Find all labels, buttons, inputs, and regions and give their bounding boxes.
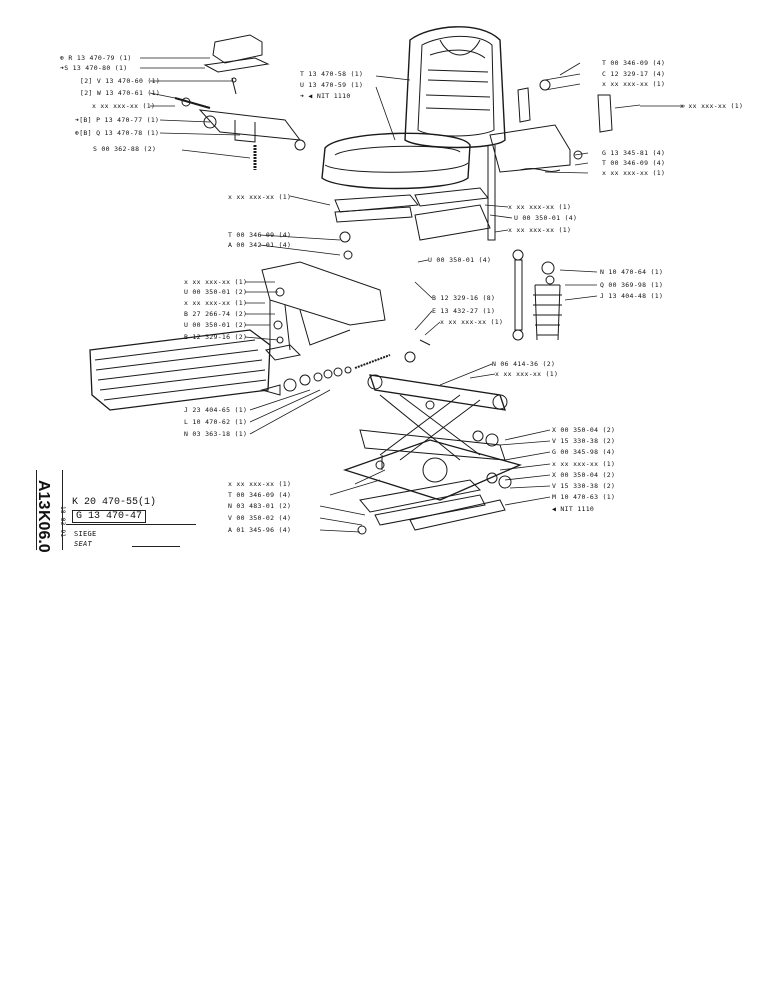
label-right-w: x xx xxx-xx (1) [552,460,616,468]
label-right-m: E 13 432-27 (1) [432,307,496,315]
label-left-c: [2] V 13 470-60 (1) [80,77,161,85]
bellows-cover [89,329,271,411]
label-right-a: T 00 346-09 (4) [602,59,666,67]
label-right-f: T 00 346-09 (4) [602,159,666,167]
label-left-j: U 13 470-59 (1) [300,81,364,89]
title-rule [66,524,196,525]
label-left-a: ⊕ R 13 470-79 (1) [60,54,132,62]
part-name-fr: SIEGE [74,530,97,538]
shock-absorber [512,249,562,341]
base-plate [342,439,522,535]
label-right-l: B 12 329-16 (8) [432,294,496,302]
scissor-suspension [359,374,508,461]
armrest-bracket-right [487,79,613,241]
label-left-e: x xx xxx-xx (1) [92,102,156,110]
leader-lines [140,57,685,533]
label-left-n: A 00 342-01 (4) [228,241,292,249]
label-left-z: N 03 483-01 (2) [228,502,292,510]
label-left-h: S 00 362-88 (2) [93,145,157,153]
label-left-ab: A 01 345-96 (4) [228,526,292,534]
part-name-en: SEAT [74,540,93,548]
label-right-z: M 10 470-63 (1) [552,493,616,501]
bushings-right [472,430,512,489]
label-right-d: x xx xxx-xx (1) [680,102,744,110]
label-left-o: x xx xxx-xx (1) [184,278,248,286]
ref-assembly: G 13 470-47 [72,510,147,523]
label-right-aa: ◀ NIT 1110 [552,505,595,513]
label-right-k: U 00 350-01 (4) [428,256,492,264]
label-right-o: N 10 470-64 (1) [600,268,664,276]
label-right-r: N 06 414-36 (2) [492,360,556,368]
label-left-aa: V 00 350-02 (4) [228,514,292,522]
label-left-i: T 13 470-58 (1) [300,70,364,78]
armrest-pad [203,34,270,95]
label-left-q: x xx xxx-xx (1) [184,299,248,307]
ref-kit: K 20 470-55(1) [72,497,157,508]
label-left-l: x xx xxx-xx (1) [228,193,292,201]
title-rule-2 [132,546,180,547]
label-right-h: x xx xxx-xx (1) [508,203,572,211]
seat-cushion [321,132,471,190]
label-right-u: V 15 330-38 (2) [552,437,616,445]
label-right-x: X 00 350-04 (2) [552,471,616,479]
seat-mount-frame [261,261,386,361]
label-right-c: x xx xxx-xx (1) [602,80,666,88]
label-left-d: [2] W 13 470-61 (1) [80,89,161,97]
label-right-g: x xx xxx-xx (1) [602,169,666,177]
label-left-r: B 27 266-74 (2) [184,310,248,318]
label-left-v: L 10 470-62 (1) [184,418,248,426]
label-left-x: x xx xxx-xx (1) [228,480,292,488]
label-right-y: V 15 330-38 (2) [552,482,616,490]
label-left-f: ➜[B] P 13 470-77 (1) [75,116,160,124]
label-left-u: J 23 404-65 (1) [184,406,248,414]
label-right-t: X 00 350-04 (2) [552,426,616,434]
label-right-n: x xx xxx-xx (1) [440,318,504,326]
label-right-i: U 00 350-01 (4) [514,214,578,222]
title-divider-2 [62,470,63,550]
seat-backrest [404,26,506,149]
label-right-b: C 12 329-17 (4) [602,70,666,78]
label-right-p: Q 00 369-98 (1) [600,281,664,289]
label-left-y: T 00 346-09 (4) [228,491,292,499]
bolt-row [260,339,431,396]
label-left-w: N 03 363-18 (1) [184,430,248,438]
label-left-t: B 12 329-16 (2) [184,333,248,341]
label-left-k: ➜ ◀ NIT 1110 [300,92,351,100]
label-left-s: U 00 350-01 (2) [184,321,248,329]
label-left-g: ⊕[B] Q 13 470-78 (1) [75,129,160,137]
label-right-e: G 13 345-81 (4) [602,149,666,157]
title-divider [36,470,37,550]
label-right-s: x xx xxx-xx (1) [495,370,559,378]
slide-rail-upper [334,187,491,260]
label-left-b: ➜S 13 470-80 (1) [60,64,128,72]
label-left-m: T 00 346-09 (4) [228,231,292,239]
label-right-q: J 13 404-48 (1) [600,292,664,300]
label-right-v: G 00 345-98 (4) [552,448,616,456]
label-right-j: x xx xxx-xx (1) [508,226,572,234]
label-left-p: U 00 350-01 (2) [184,288,248,296]
